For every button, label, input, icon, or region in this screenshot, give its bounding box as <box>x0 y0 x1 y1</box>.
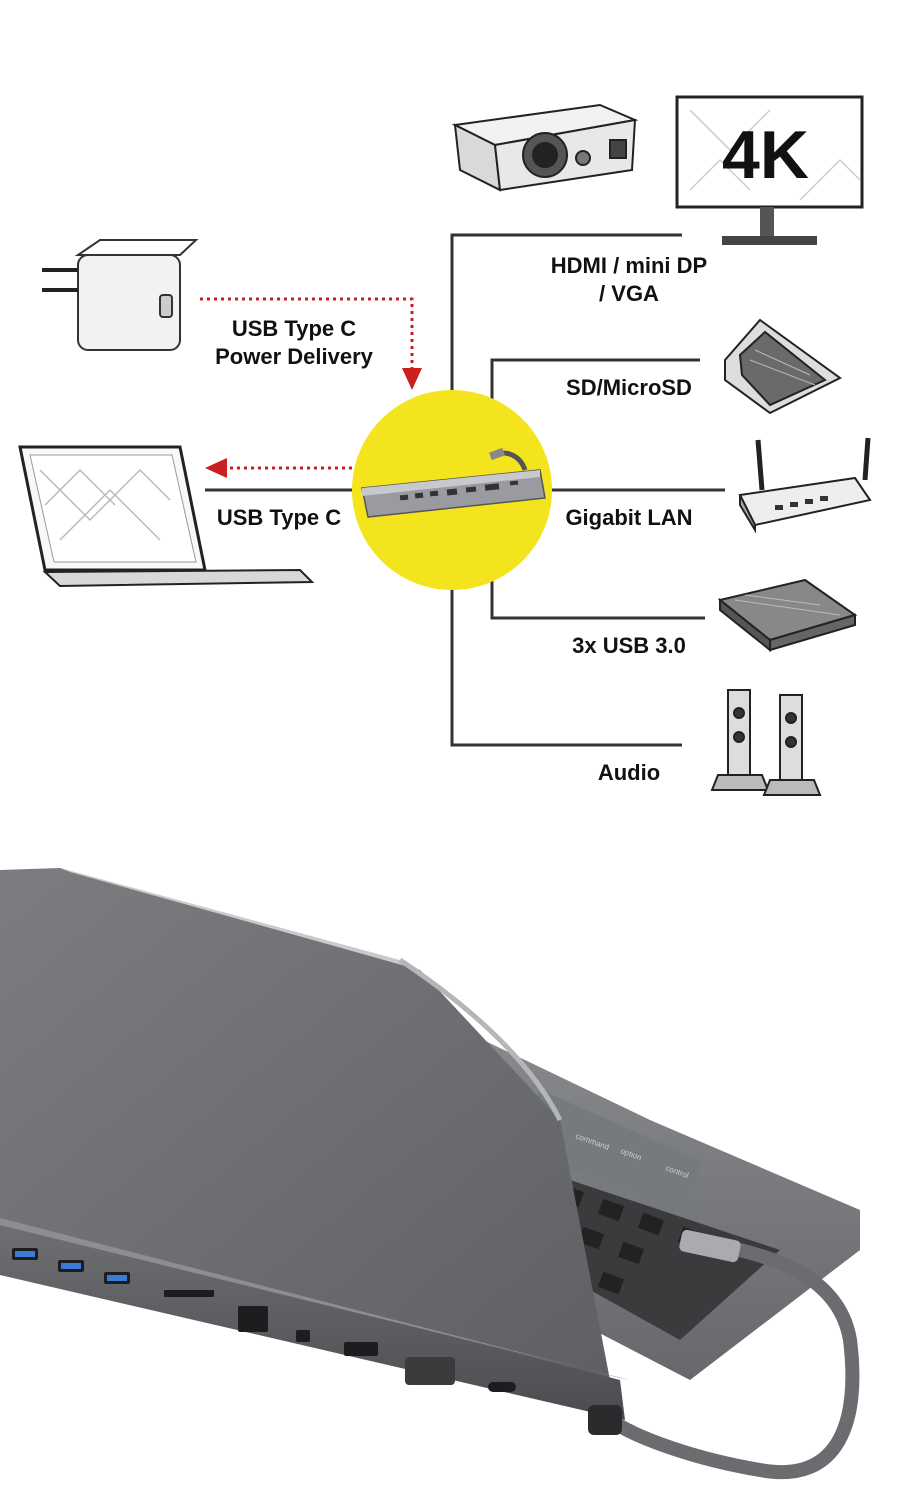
hdmi-port <box>344 1342 378 1356</box>
projector-icon <box>451 103 639 192</box>
sd-card-icon <box>724 318 842 415</box>
product-photo: command option control <box>0 868 860 1480</box>
vga-port <box>405 1357 455 1385</box>
sd-slot <box>164 1290 214 1297</box>
power-adapter-icon <box>42 239 199 351</box>
ethernet-port <box>238 1306 268 1332</box>
speakers-icon <box>710 689 822 796</box>
video-label-line1: HDMI / mini DP <box>551 253 707 278</box>
external-drive-icon <box>717 578 858 653</box>
mini-dp-port <box>296 1330 310 1342</box>
host-data-arrow <box>205 458 352 478</box>
audio-label: Audio <box>598 760 660 785</box>
lan-label: Gigabit LAN <box>565 505 692 530</box>
video-label-line2: / VGA <box>599 281 659 306</box>
usb-label: 3x USB 3.0 <box>572 633 686 658</box>
monitor-4k-icon: 4K <box>675 95 864 245</box>
connectivity-diagram: 4K USB Type C Powe <box>18 95 872 796</box>
host-label: USB Type C <box>217 505 341 530</box>
connection-lines <box>205 233 725 747</box>
monitor-4k-text: 4K <box>722 117 809 193</box>
power-label-line1: USB Type C <box>232 316 356 341</box>
laptop-lid <box>0 868 610 1380</box>
laptop-icon <box>18 445 315 588</box>
docking-station-icon <box>361 447 546 518</box>
usb-c-port <box>488 1382 516 1392</box>
hub-circle <box>352 390 552 590</box>
router-icon <box>738 437 872 534</box>
power-delivery-arrow <box>200 297 422 390</box>
usb-c-cable <box>588 1229 860 1480</box>
docking-station <box>0 1218 630 1420</box>
card-label: SD/MicroSD <box>566 375 692 400</box>
power-label-line2: Power Delivery <box>215 344 374 369</box>
